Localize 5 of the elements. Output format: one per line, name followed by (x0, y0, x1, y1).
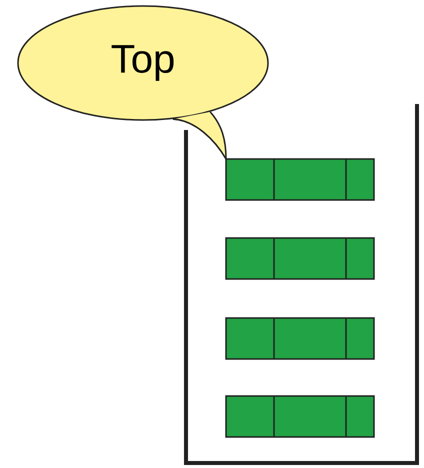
stacked-block (225, 158, 375, 201)
stacked-block (225, 317, 375, 360)
stacked-block (225, 237, 375, 280)
stacked-block (225, 395, 375, 438)
speech-bubble: Top (17, 5, 269, 160)
